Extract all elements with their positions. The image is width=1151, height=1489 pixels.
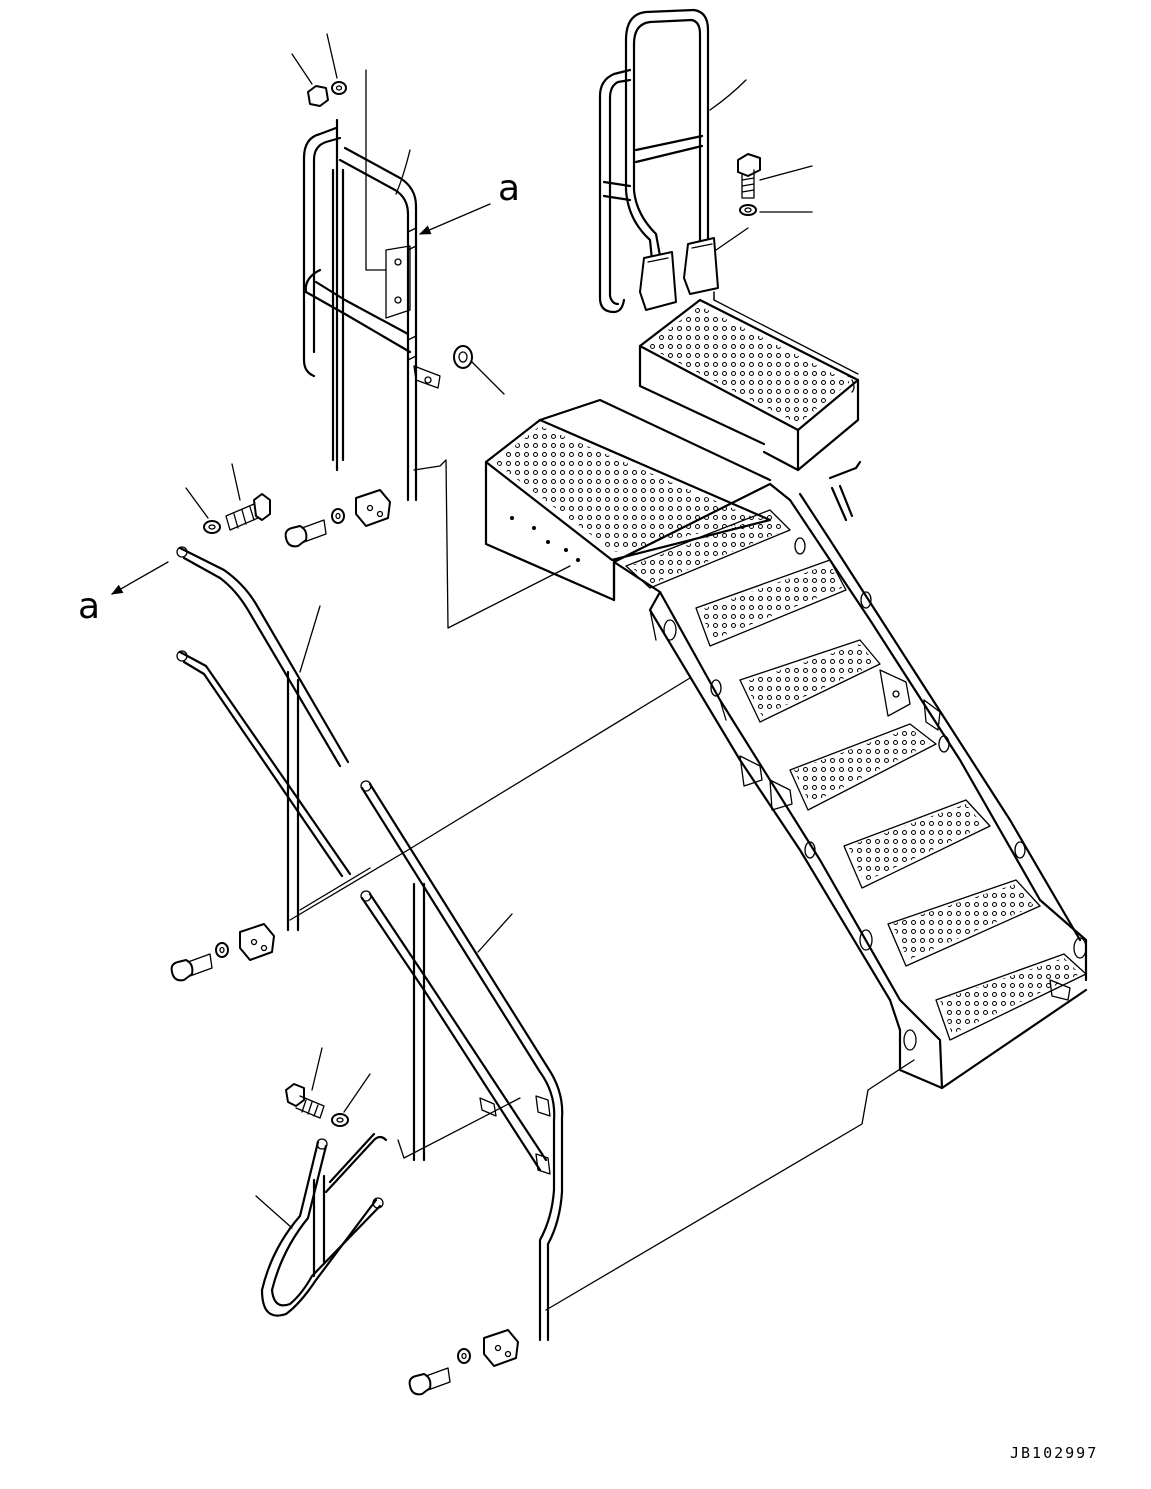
mid-left-hardware (185, 463, 391, 548)
bolt (737, 153, 761, 199)
middle-handrail-upper: a (78, 546, 352, 932)
tread (887, 879, 1041, 967)
bottom-left-handle (255, 1047, 388, 1317)
view-ref-label-top: a (498, 168, 520, 209)
drawing-code: JB102997 (1010, 1444, 1098, 1462)
mounting-bracket (239, 923, 275, 961)
mounting-bracket (483, 1329, 519, 1367)
rubber-bushing (453, 345, 473, 369)
washer (739, 204, 757, 216)
bolt (225, 493, 271, 531)
tread (789, 723, 937, 811)
washer (331, 81, 347, 95)
bolt (285, 1083, 325, 1119)
washer (331, 1113, 349, 1127)
washer (203, 520, 221, 534)
bolt (284, 519, 327, 548)
tread (843, 799, 991, 889)
mounting-bracket (355, 489, 391, 527)
washer (331, 508, 345, 524)
top-right-handrail (598, 8, 813, 314)
lower-handrail (360, 780, 564, 1342)
bolt (408, 1367, 451, 1396)
bolt (170, 953, 213, 982)
washer (457, 1348, 471, 1364)
reference-lines (289, 459, 915, 1311)
nut (307, 85, 329, 107)
middle-left-hardware (170, 923, 275, 982)
view-ref-label-left: a (78, 586, 100, 627)
bottom-right-hardware (408, 1329, 519, 1396)
top-left-handrail: a (291, 33, 520, 502)
staircase (612, 482, 1088, 1090)
washer (215, 942, 229, 958)
tread (739, 639, 881, 723)
tread (935, 953, 1087, 1041)
